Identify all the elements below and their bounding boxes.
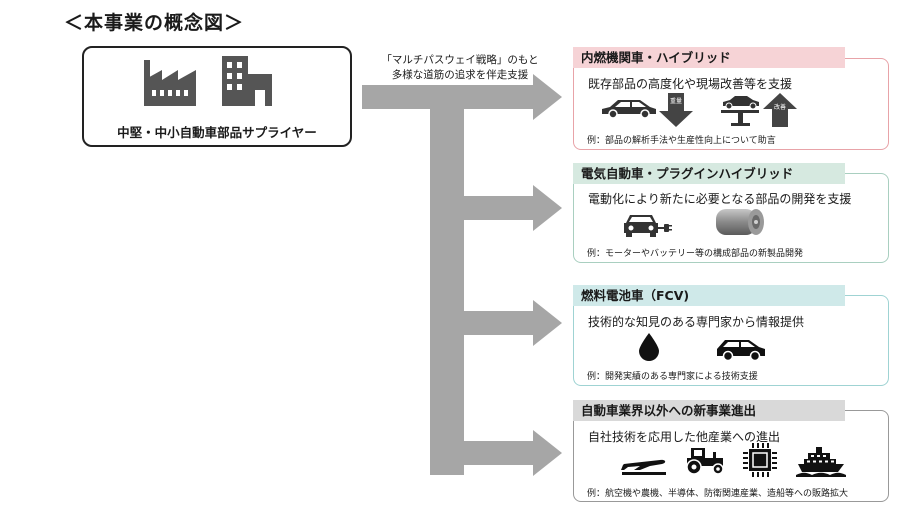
category-description-ice-hybrid: 既存部品の高度化や現場改善等を支援: [588, 77, 793, 91]
flow-branch-2: [440, 196, 535, 220]
category-example-new-business: 例：航空機や農機、半導体、防衛関連産業、造船等への販路拡大: [587, 489, 849, 499]
supplier-label: 中堅・中小自動車部品サプライヤー: [117, 125, 317, 140]
water-drop-icon: [639, 333, 659, 361]
ship-icon: [796, 447, 846, 477]
strategy-note-line-2: 多様な道筋の追求を伴走支援: [391, 69, 529, 81]
page-title: ＜本事業の概念図＞: [64, 12, 245, 34]
electric-car-icon: [624, 215, 672, 237]
category-description-ev-phev: 電動化により新たに必要となる部品の開発を支援: [588, 192, 852, 206]
car-icon: [717, 340, 765, 361]
category-example-fcv: 例：開発実績のある専門家による技術支援: [587, 372, 758, 382]
flow-arrowhead-1: [533, 74, 562, 120]
arrow-up-label: 改善: [773, 104, 786, 111]
category-header-new-business: 自動車業界以外への新事業進出: [573, 400, 845, 421]
category-header-fcv: 燃料電池車（FCV): [573, 285, 845, 306]
car-side-icon: [602, 100, 656, 118]
category-header-ice-hybrid: 内燃機関車・ハイブリッド: [573, 47, 845, 68]
airplane-icon: [621, 459, 666, 475]
car-lift-icon: [721, 96, 759, 126]
category-description-new-business: 自社技術を応用した他産業への進出: [588, 430, 781, 444]
flow-branch-1: [440, 85, 535, 109]
flow-branch-4: [440, 441, 535, 465]
category-box-new-business: [573, 410, 889, 502]
tractor-icon: [686, 448, 724, 475]
strategy-note: 「マルチパスウェイ戦略」のもと 多様な道筋の追求を伴走支援: [360, 53, 560, 83]
category-example-ice-hybrid: 例：部品の解析手法や生産性向上について助言: [587, 136, 776, 146]
flow-arrowhead-2: [533, 185, 562, 231]
arrow-up-icon: [763, 93, 797, 127]
flow-arrowhead-4: [533, 430, 562, 476]
strategy-note-line-1: 「マルチパスウェイ戦略」のもと: [381, 54, 539, 66]
flow-branch-3: [440, 311, 535, 335]
flow-trunk: [430, 85, 464, 475]
category-description-fcv: 技術的な知見のある専門家から情報提供: [588, 315, 805, 329]
arrow-down-icon: [659, 93, 693, 127]
semiconductor-chip-icon: [743, 443, 777, 477]
category-header-ev-phev: 電気自動車・プラグインハイブリッド: [573, 163, 845, 184]
supplier-box: 中堅・中小自動車部品サプライヤー: [82, 46, 352, 147]
category-example-ev-phev: 例：モーターやバッテリー等の構成部品の新製品開発: [587, 249, 804, 259]
arrow-down-label: 重量: [669, 98, 682, 105]
flow-arrowhead-3: [533, 300, 562, 346]
factory-icon: [144, 60, 196, 106]
building-icon: [222, 56, 272, 106]
flow-stem: [362, 85, 442, 109]
motor-icon: [716, 209, 764, 235]
